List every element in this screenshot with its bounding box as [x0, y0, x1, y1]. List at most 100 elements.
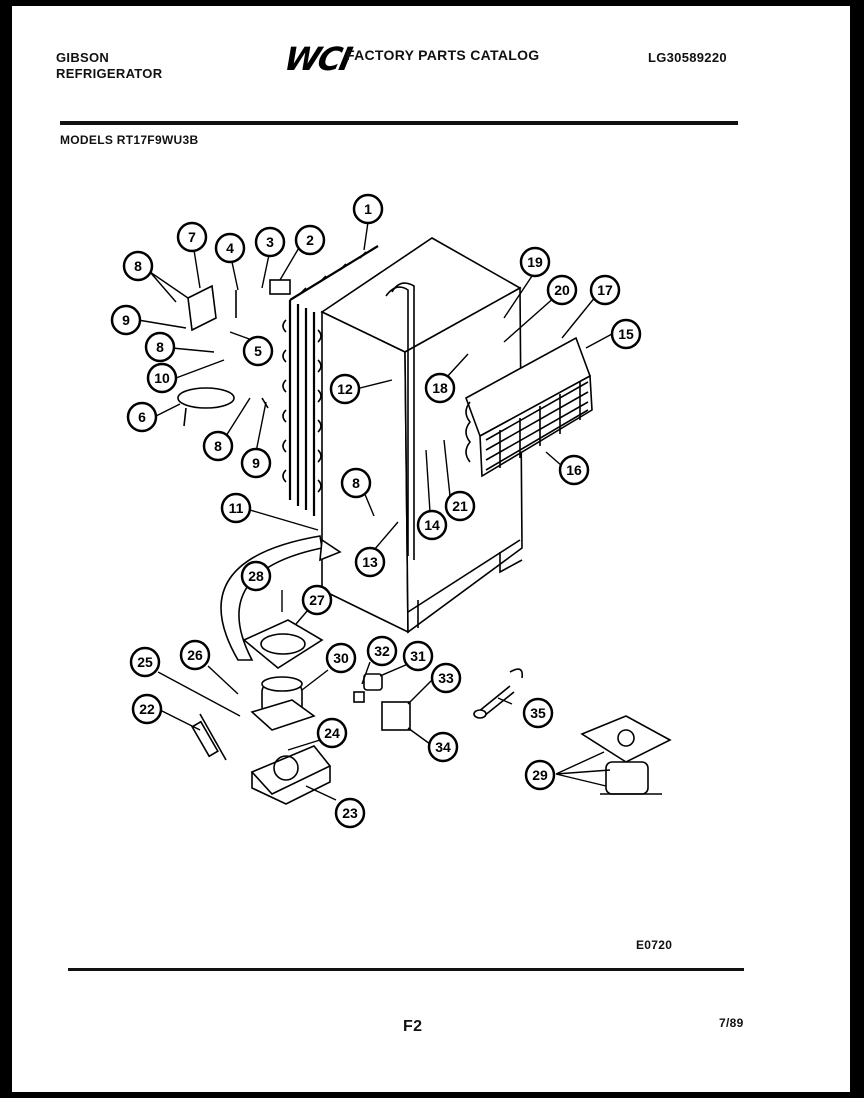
svg-text:11: 11: [229, 500, 244, 516]
svg-text:23: 23: [342, 805, 358, 821]
callout-5: 5: [242, 335, 274, 367]
svg-text:32: 32: [374, 643, 390, 659]
svg-text:31: 31: [410, 648, 426, 664]
svg-text:8: 8: [214, 438, 222, 454]
svg-text:15: 15: [618, 326, 634, 342]
models-line: MODELS RT17F9WU3B: [60, 133, 199, 147]
condenser-fan-bracket: [250, 745, 332, 805]
svg-text:27: 27: [309, 592, 325, 608]
svg-text:25: 25: [137, 654, 153, 670]
page-label: F2: [403, 1018, 423, 1035]
svg-text:2: 2: [306, 232, 314, 248]
callout-10: 10: [146, 362, 178, 394]
catalog-date: 7/89: [719, 1016, 744, 1030]
callout-16: 16: [558, 454, 590, 486]
svg-text:21: 21: [452, 498, 468, 514]
thermostat-capillary: [473, 668, 524, 719]
callout-20: 20: [546, 274, 578, 306]
svg-text:33: 33: [438, 670, 454, 686]
callout-13: 13: [354, 546, 386, 578]
callout-8c: 8: [202, 430, 234, 462]
header-rule: [60, 121, 738, 125]
callout-25: 25: [129, 646, 161, 678]
relay-overload: [353, 673, 411, 731]
svg-text:13: 13: [362, 554, 378, 570]
catalog-title: FACTORY PARTS CATALOG: [346, 47, 540, 63]
svg-text:22: 22: [139, 701, 155, 717]
callout-24: 24: [316, 717, 348, 749]
svg-text:19: 19: [527, 254, 543, 270]
catalog-part-number: LG30589220: [648, 50, 727, 65]
drain-pan: [242, 619, 324, 669]
callout-32: 32: [366, 635, 398, 667]
svg-text:35: 35: [530, 705, 546, 721]
callout-2: 2: [294, 224, 326, 256]
callout-8a: 8: [122, 250, 154, 282]
svg-text:29: 29: [532, 767, 548, 783]
brand-name: GIBSON: [56, 50, 110, 65]
svg-text:8: 8: [134, 258, 142, 274]
callout-8d: 8: [340, 467, 372, 499]
svg-text:26: 26: [187, 647, 203, 663]
callout-11: 11: [220, 492, 252, 524]
fan-motor: [580, 715, 672, 795]
svg-text:12: 12: [337, 381, 353, 397]
callout-22: 22: [131, 693, 163, 725]
svg-text:14: 14: [424, 517, 440, 533]
callout-21: 21: [444, 490, 476, 522]
callout-8b: 8: [144, 331, 176, 363]
callout-35: 35: [522, 697, 554, 729]
svg-text:30: 30: [333, 650, 349, 666]
svg-text:8: 8: [352, 475, 360, 491]
callout-29: 29: [524, 759, 556, 791]
svg-text:28: 28: [248, 568, 264, 584]
svg-text:9: 9: [252, 455, 260, 471]
callout-34: 34: [427, 731, 459, 763]
svg-text:17: 17: [597, 282, 613, 298]
drain-arc: [220, 535, 342, 661]
svg-text:8: 8: [156, 339, 164, 355]
callout-4: 4: [214, 232, 246, 264]
svg-text:24: 24: [324, 725, 340, 741]
svg-text:4: 4: [226, 240, 234, 256]
callout-19: 19: [519, 246, 551, 278]
svg-text:34: 34: [435, 739, 451, 755]
callout-27: 27: [301, 584, 333, 616]
compressor: [250, 676, 316, 731]
callout-30: 30: [325, 642, 357, 674]
callout-1: 1: [352, 193, 384, 225]
condenser-coil: [282, 245, 379, 516]
callout-18: 18: [424, 372, 456, 404]
callout-7: 7: [176, 221, 208, 253]
svg-text:18: 18: [432, 380, 448, 396]
svg-text:5: 5: [254, 343, 262, 359]
svg-text:6: 6: [138, 409, 146, 425]
svg-text:9: 9: [122, 312, 130, 328]
callout-12: 12: [329, 373, 361, 405]
product-type: REFRIGERATOR: [56, 66, 163, 81]
callouts: 1 2 3 4 5 6 7 8 9 8 10 8 9 11 12 8 13 14…: [110, 193, 642, 829]
svg-text:16: 16: [566, 462, 582, 478]
svg-text:20: 20: [554, 282, 570, 298]
callout-17: 17: [589, 274, 621, 306]
callout-33: 33: [430, 662, 462, 694]
svg-text:1: 1: [364, 201, 372, 217]
svg-text:7: 7: [188, 229, 196, 245]
evaporator-assembly: [465, 336, 593, 478]
callout-31: 31: [402, 640, 434, 672]
callout-15: 15: [610, 318, 642, 350]
callout-26: 26: [179, 639, 211, 671]
callout-23: 23: [334, 797, 366, 829]
leader-lines: [137, 221, 613, 801]
callout-9b: 9: [240, 447, 272, 479]
callout-3: 3: [254, 226, 286, 258]
svg-text:3: 3: [266, 234, 274, 250]
footer-rule: [68, 968, 744, 971]
callout-14: 14: [416, 509, 448, 541]
small-hardware: [177, 279, 291, 761]
svg-text:10: 10: [154, 370, 170, 386]
callout-6: 6: [126, 401, 158, 433]
drawing-code: E0720: [636, 938, 673, 952]
callout-28: 28: [240, 560, 272, 592]
